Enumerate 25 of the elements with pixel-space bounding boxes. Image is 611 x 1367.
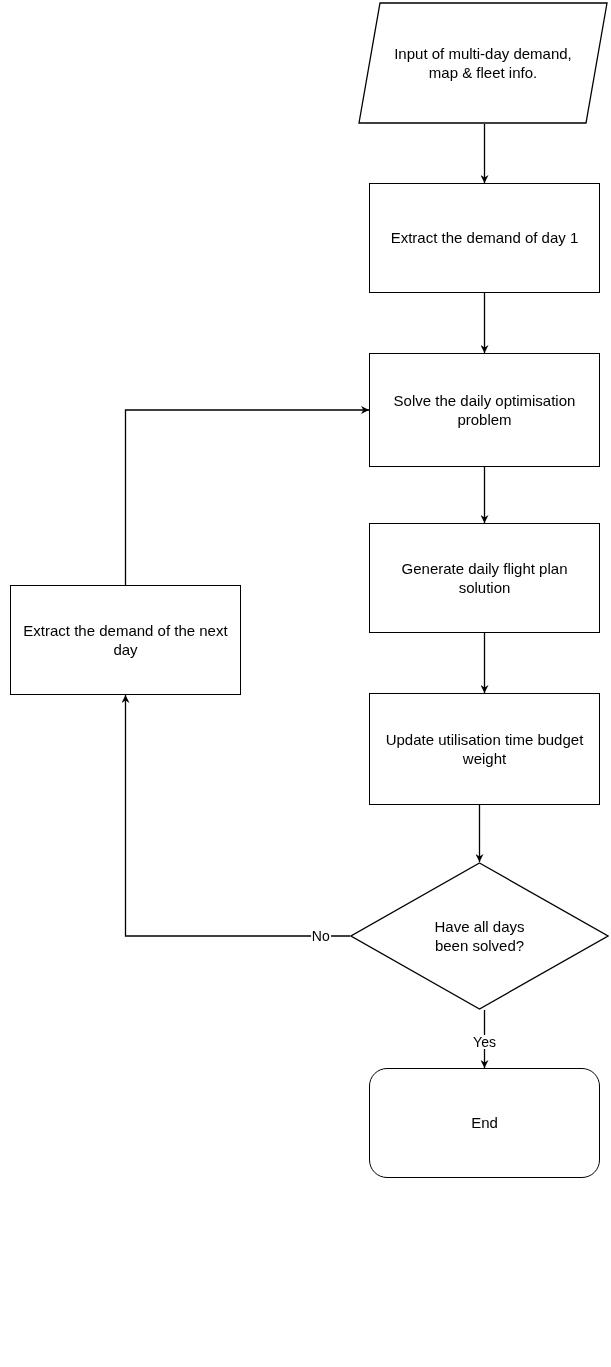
- node-label: Update utilisation time budget weight: [384, 729, 585, 769]
- arrow: [124, 406, 370, 586]
- arrow: [480, 123, 489, 184]
- process-box: [369, 183, 600, 293]
- node-label: Generate daily flight plan solution: [400, 558, 569, 598]
- node-label: Extract the demand of the next day: [22, 620, 229, 660]
- node-label: Have all days been solved?: [433, 916, 526, 956]
- arrow: [121, 694, 351, 937]
- arrow: [480, 632, 489, 694]
- process-box: [369, 523, 600, 633]
- edge-label: No: [310, 929, 331, 943]
- node-label: End: [471, 1113, 498, 1133]
- process-box: [369, 353, 600, 467]
- process-box: [10, 585, 241, 695]
- input-parallelogram: [358, 2, 608, 124]
- arrow: [480, 292, 489, 354]
- edge-label: Yes: [472, 1034, 497, 1049]
- decision-diamond: [350, 862, 609, 1010]
- node-label: Extract the demand of day 1: [390, 228, 579, 248]
- node-label: Solve the daily optimisation problem: [392, 390, 577, 430]
- node-label: Input of multi-day demand, map & fleet info.: [393, 43, 573, 83]
- arrow: [480, 466, 489, 524]
- arrow: [475, 804, 484, 863]
- process-box: [369, 693, 600, 805]
- terminal-box: [369, 1068, 600, 1178]
